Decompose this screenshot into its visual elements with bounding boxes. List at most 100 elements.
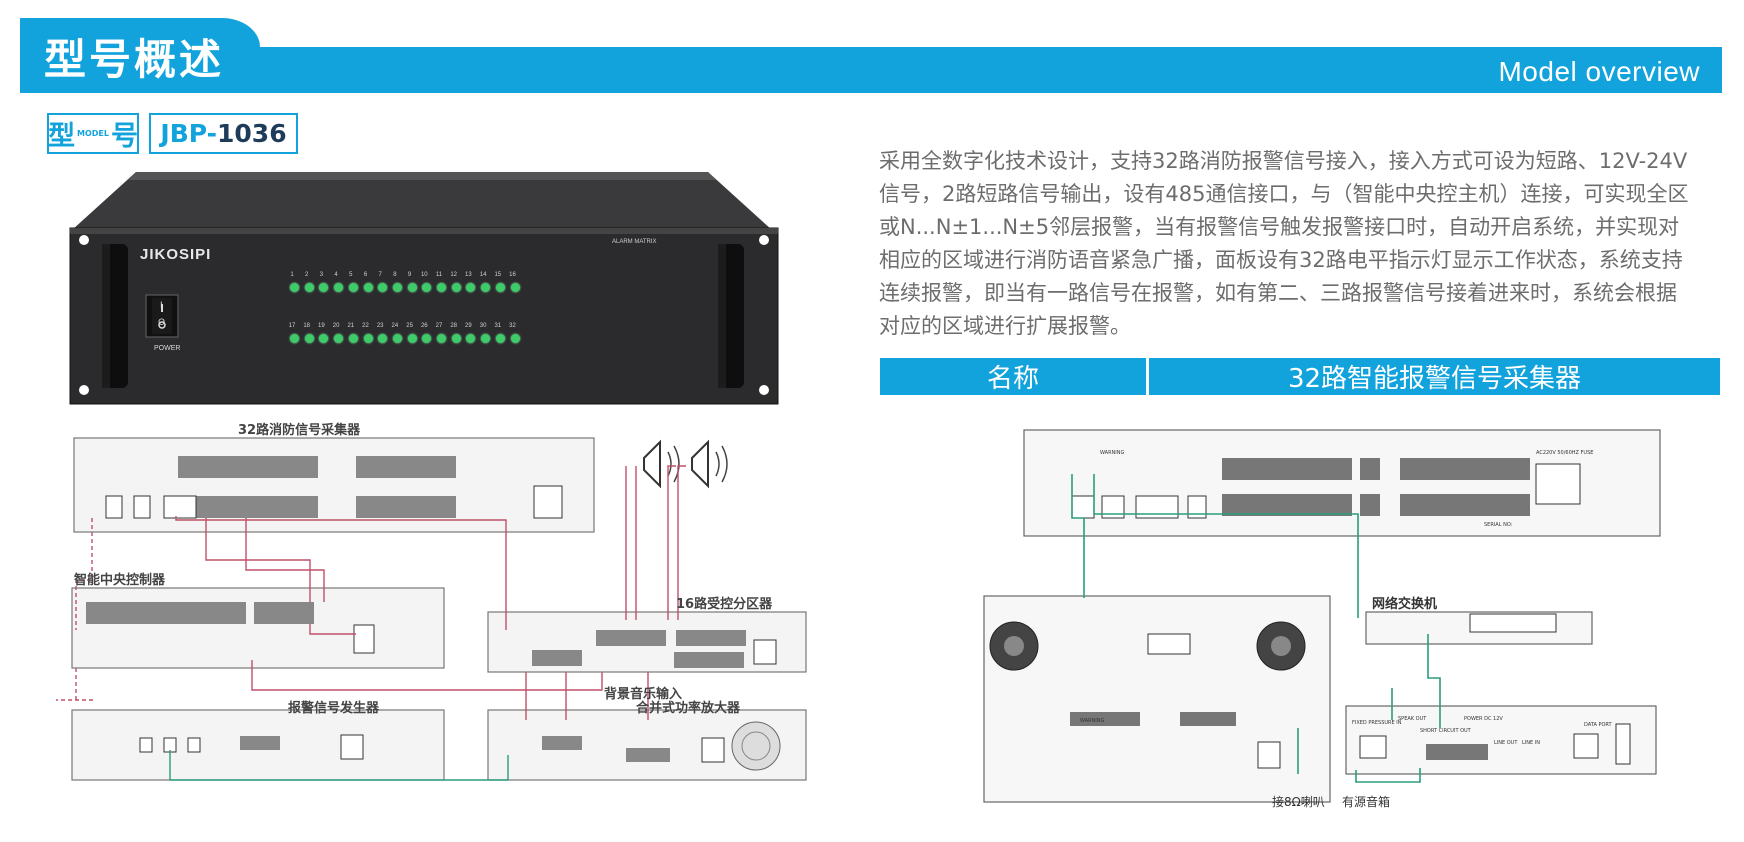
led-channel-label: 2: [305, 272, 309, 278]
device-front-panel: [69, 172, 779, 405]
led-channel-label: 10: [420, 272, 428, 278]
led-channel-label: 20: [332, 323, 340, 329]
led-indicator: [378, 334, 388, 343]
led-indicator: [422, 334, 432, 343]
model-prefix: JBP-: [160, 119, 218, 148]
right-wiring-diagram: 网络交换机 接8Ω喇叭 有源音箱 WARNING WARNING FIXED P…: [983, 429, 1661, 809]
led-indicator: [466, 283, 476, 292]
left-wiring-diagram: 32路消防信号采集器 智能中央控制器 16路受控分区器 背景音乐输入 合并式功率…: [56, 422, 807, 781]
led-channel-label: 4: [334, 272, 338, 278]
led-indicator: [407, 334, 417, 343]
switch-off-symbol: O: [158, 318, 166, 328]
label-zone-divider: 16路受控分区器: [676, 596, 773, 612]
led-channel-label: 1: [290, 272, 294, 278]
power-label: POWER: [154, 345, 181, 352]
model-number: 1036: [217, 119, 287, 148]
label-collector: 32路消防信号采集器: [238, 422, 361, 438]
led-indicator: [363, 283, 373, 292]
label-alarm-generator: 报警信号发生器: [288, 700, 380, 716]
led-channel-label: 12: [450, 272, 458, 278]
label-data-port: DATA PORT: [1584, 722, 1613, 728]
led-indicator: [437, 283, 446, 292]
led-channel-label: 5: [349, 272, 353, 278]
led-channel-label: 8: [393, 272, 397, 278]
label-bg-music: 背景音乐输入: [604, 686, 682, 702]
led-channel-label: 27: [435, 323, 443, 329]
led-indicator: [495, 283, 505, 292]
led-channel-label: 24: [391, 323, 399, 329]
model-label: 型 MODEL 号: [47, 113, 139, 154]
led-indicator: [510, 283, 520, 292]
header-bar: [20, 47, 1722, 93]
label-line-out: LINE OUT: [1494, 740, 1518, 746]
led-channel-label: 15: [494, 272, 502, 278]
switch-on-symbol: I: [160, 301, 163, 311]
led-indicator: [348, 283, 358, 292]
led-indicator: [290, 334, 299, 343]
header-tab: [20, 18, 260, 93]
led-indicator: [290, 283, 299, 292]
label-warning-top: WARNING: [1100, 450, 1125, 456]
led-channel-label: 26: [420, 323, 428, 329]
label-fixed-pressure: FIXED PRESSURE IN: [1352, 720, 1402, 726]
name-value: 32路智能报警信号采集器: [1149, 358, 1720, 395]
led-indicator: [407, 283, 417, 292]
label-power-dc: POWER DC 12V: [1464, 716, 1503, 722]
description-text: 采用全数字化技术设计，支持32路消防报警信号接入，接入方式可设为短路、12V-2…: [879, 149, 1689, 338]
led-indicator: [304, 334, 314, 343]
label-short-circuit: SHORT CIRCUIT OUT: [1420, 728, 1472, 734]
led-channel-label: 11: [435, 272, 443, 278]
led-indicator: [481, 283, 491, 292]
led-indicator: [378, 283, 388, 292]
led-channel-label: 18: [303, 323, 311, 329]
led-channel-label: 17: [288, 323, 296, 329]
led-indicator: [510, 334, 520, 343]
led-indicator: [451, 283, 461, 292]
led-indicator: [319, 334, 329, 343]
led-indicator: [451, 334, 461, 343]
led-indicator: [495, 334, 505, 343]
label-network-switch: 网络交换机: [1372, 596, 1437, 612]
model-label-left: 型: [48, 121, 76, 152]
led-channel-label: 28: [450, 323, 458, 329]
led-channel-label: 3: [319, 272, 324, 278]
led-indicator: [304, 283, 314, 292]
model-label-right: 号: [110, 121, 138, 152]
model-value: JBP- 1036: [149, 113, 298, 154]
led-channel-label: 14: [479, 272, 487, 278]
led-channel-label: 21: [347, 323, 355, 329]
led-channel-label: 6: [363, 272, 368, 278]
label-central-controller: 智能中央控制器: [74, 572, 166, 588]
label-active-speaker: 有源音箱: [1342, 794, 1390, 809]
led-indicator: [348, 334, 358, 343]
led-channel-label: 22: [362, 323, 369, 329]
led-channel-label: 9: [407, 272, 412, 278]
led-channel-label: 29: [465, 323, 472, 329]
led-channel-label: 13: [465, 272, 472, 278]
page-subtitle: Model overview: [1498, 56, 1700, 87]
led-indicator: [437, 334, 446, 343]
label-speak-out: SPEAK OUT: [1398, 716, 1427, 722]
led-channel-label: 25: [406, 323, 413, 329]
led-indicator: [481, 334, 491, 343]
led-indicator: [466, 334, 476, 343]
label-serial-no: SERIAL NO:: [1484, 522, 1513, 528]
led-channel-label: 32: [509, 323, 516, 329]
led-indicator: [392, 334, 402, 343]
label-speaker-8ohm: 接8Ω喇叭: [1272, 794, 1325, 809]
name-table-row: 名称 32路智能报警信号采集器: [880, 358, 1720, 395]
name-key: 名称: [880, 358, 1149, 395]
led-channel-label: 7: [378, 272, 382, 278]
led-channel-label: 30: [479, 323, 487, 329]
label-warning-bottom: WARNING: [1080, 718, 1105, 724]
led-channel-label: 16: [509, 272, 516, 278]
led-channel-label: 23: [376, 323, 384, 329]
model-label-small: MODEL: [77, 129, 109, 138]
led-indicator: [363, 334, 373, 343]
led-indicator: [334, 283, 344, 292]
led-channel-label: 31: [494, 323, 502, 329]
label-amplifier: 合并式功率放大器: [636, 700, 741, 716]
label-ac-fuse: AC220V 50/60HZ FUSE: [1536, 450, 1593, 456]
led-indicator: [392, 283, 402, 292]
led-channel-label: 19: [318, 323, 325, 329]
